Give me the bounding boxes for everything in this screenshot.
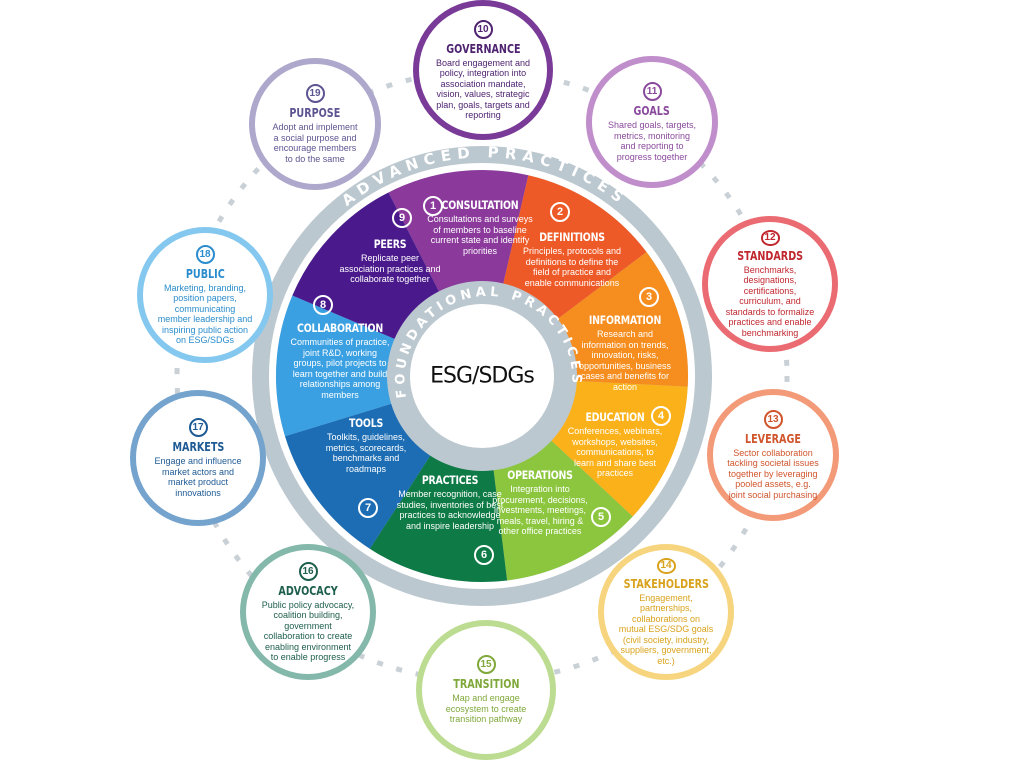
- practice-description: Sector collaboration tackling societal i…: [727, 447, 819, 500]
- practice-number-badge: 8: [313, 295, 333, 315]
- practice-title: TRANSITION: [452, 677, 520, 692]
- practice-number-badge: 11: [642, 82, 662, 101]
- practice-number-badge: 13: [763, 409, 783, 429]
- practice-title: PRACTICES: [421, 473, 479, 487]
- practice-title: GOVERNANCE: [445, 41, 521, 56]
- practice-title: DEFINITIONS: [539, 230, 605, 244]
- practice-description: Benchmarks, designations, certifications…: [725, 264, 815, 338]
- practice-number-badge: 3: [639, 287, 659, 307]
- practice-number-badge: 2: [550, 202, 570, 222]
- practice-title: STANDARDS: [737, 248, 803, 263]
- practice-title: STAKEHOLDERS: [623, 576, 709, 591]
- practice-description: Marketing, branding, position papers, co…: [157, 282, 253, 346]
- practice-title: CONSULTATION: [441, 198, 519, 212]
- practice-number-badge: 19: [305, 84, 325, 103]
- wedge-collaboration: [276, 295, 482, 437]
- practice-description: Toolkits, guidelines, metrics, scorecard…: [325, 432, 407, 474]
- practice-title: PUBLIC: [185, 266, 225, 281]
- practice-title: MARKETS: [172, 440, 224, 454]
- practice-description: Map and engage ecosystem to create trans…: [445, 693, 527, 725]
- foundational-information: INFORMATION Research and information on t…: [575, 313, 675, 392]
- connector-dashed-circle: [174, 68, 790, 684]
- practice-title: EDUCATION: [585, 410, 645, 424]
- practice-title: LEVERAGE: [745, 431, 801, 446]
- practice-description: Conferences, webinars, workshops, websit…: [567, 426, 663, 478]
- foundational-consultation: CONSULTATION Consultations and surveys of…: [425, 198, 535, 256]
- practice-title: GOALS: [633, 104, 671, 118]
- practice-description: Communities of practice, joint R&D, work…: [290, 337, 390, 400]
- practice-title: INFORMATION: [588, 313, 662, 327]
- practice-description: Principles, protocols and definitions to…: [522, 246, 622, 288]
- foundational-collaboration: COLLABORATION Communities of practice, jo…: [288, 321, 393, 400]
- practice-title: PEERS: [373, 237, 407, 251]
- practice-number-badge: 6: [474, 545, 494, 565]
- practice-description: Board engagement and policy, integration…: [435, 57, 531, 121]
- practice-title: COLLABORATION: [297, 321, 383, 335]
- practice-title: TOOLS: [348, 416, 384, 430]
- practice-title: ADVOCACY: [278, 583, 338, 598]
- practice-number-badge: 9: [392, 208, 412, 228]
- practice-description: Integration into procurement, decisions,…: [492, 484, 588, 536]
- foundational-tools: TOOLS Toolkits, guidelines, metrics, scor…: [319, 416, 414, 474]
- practice-number-badge: 5: [591, 507, 611, 527]
- practice-description: Replicate peer association practices and…: [339, 253, 441, 284]
- practice-number-badge: 1: [423, 196, 443, 216]
- practice-description: Shared goals, targets, metrics, monitori…: [607, 120, 697, 162]
- practice-number-badge: 4: [651, 406, 671, 426]
- practice-number-badge: 18: [195, 244, 215, 264]
- foundational-definitions: DEFINITIONS Principles, protocols and def…: [522, 230, 622, 288]
- center-circle: [410, 304, 554, 448]
- practice-description: Consultations and surveys of members to …: [427, 214, 533, 256]
- practice-description: Adopt and implement a social purpose and…: [272, 122, 358, 164]
- practice-description: Public policy advocacy, coalition buildi…: [261, 599, 355, 663]
- practice-number-badge: 16: [298, 561, 318, 581]
- practice-number-badge: 17: [188, 418, 208, 437]
- practice-title: PURPOSE: [289, 106, 341, 120]
- practice-number-badge: 7: [358, 498, 378, 518]
- practice-number-badge: 15: [476, 655, 496, 675]
- practice-number-badge: 10: [473, 19, 493, 39]
- practice-title: OPERATIONS: [507, 468, 573, 482]
- practice-number-badge: 12: [760, 230, 780, 246]
- foundational-peers: PEERS Replicate peer association practice…: [338, 237, 443, 285]
- foundational-operations: OPERATIONS Integration into procurement, …: [490, 468, 590, 537]
- center-label: ESG/SDGs: [430, 363, 535, 389]
- practice-number-badge: 14: [656, 558, 676, 574]
- practice-description: Research and information on trends, inno…: [578, 329, 672, 392]
- foundational-education: EDUCATION Conferences, webinars, workshop…: [568, 410, 663, 479]
- practice-description: Engagement, partnerships, collaborations…: [618, 592, 714, 666]
- foundational-practices: PRACTICES Member recognition, case studie…: [395, 473, 505, 531]
- practice-description: Engage and influence market actors and m…: [154, 456, 242, 498]
- practice-description: Member recognition, case studies, invent…: [396, 489, 504, 531]
